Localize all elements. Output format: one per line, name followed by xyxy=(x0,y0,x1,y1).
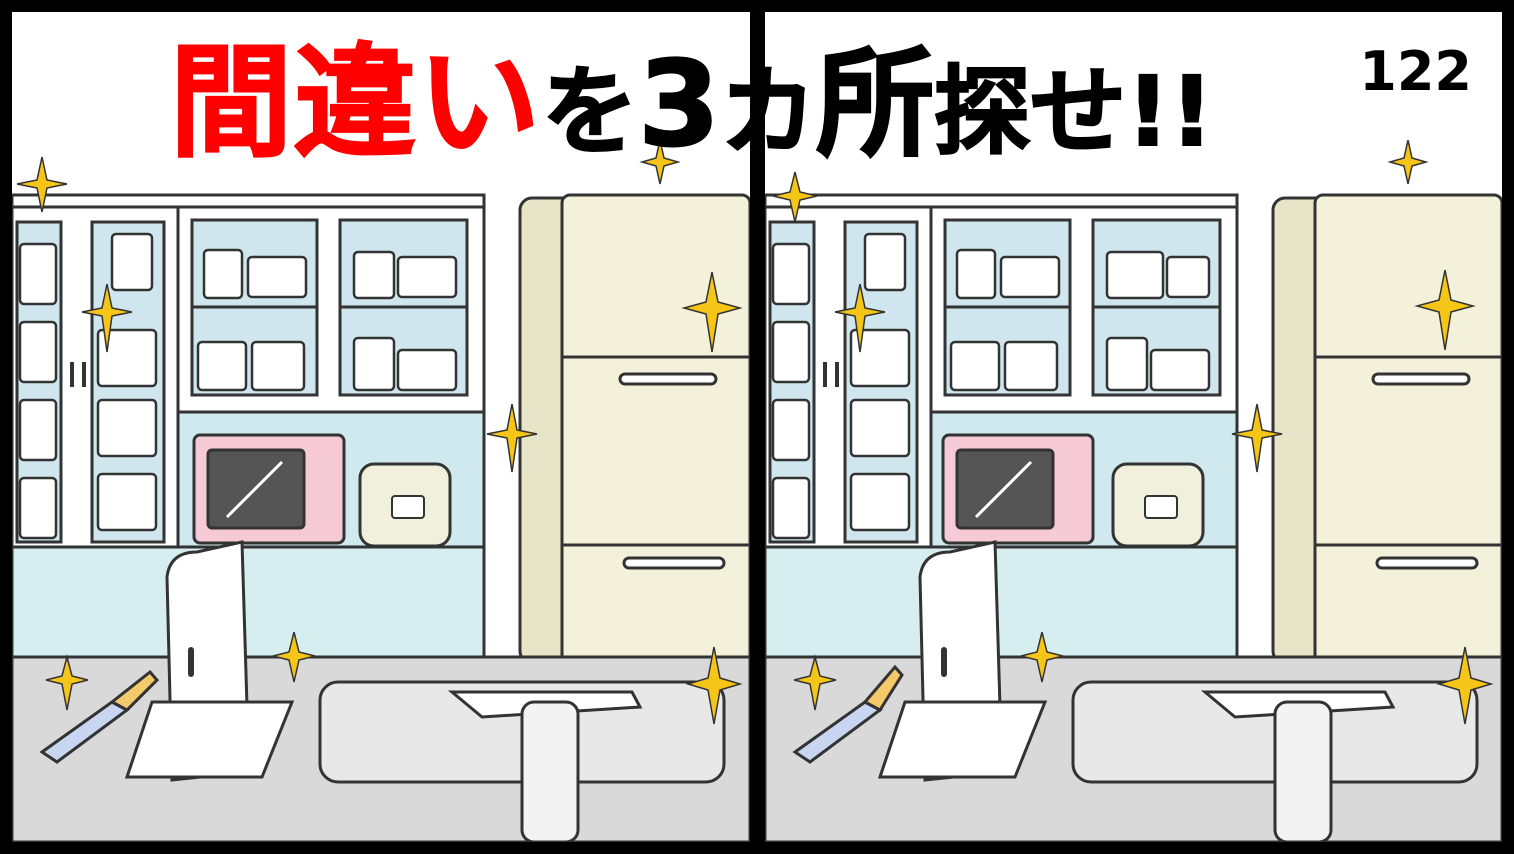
title-part-3: 3 xyxy=(637,35,721,173)
puzzle-number: 122 xyxy=(1359,40,1472,103)
title-part-o: を xyxy=(541,56,639,168)
title-highlight: 間違い xyxy=(169,32,542,174)
kitchen-scene-right[interactable] xyxy=(765,12,1502,842)
title-part-sho: 所 xyxy=(815,35,935,173)
kitchen-scene-left[interactable] xyxy=(12,12,750,842)
page-title: 間違いを3カ所探せ!! xyxy=(169,41,1215,182)
picture-panel-left[interactable] xyxy=(12,12,750,842)
title-part-ka: カ xyxy=(719,56,817,168)
title-part-sagase: 探せ!! xyxy=(933,56,1215,168)
picture-panel-right[interactable]: 122 xyxy=(765,12,1502,842)
